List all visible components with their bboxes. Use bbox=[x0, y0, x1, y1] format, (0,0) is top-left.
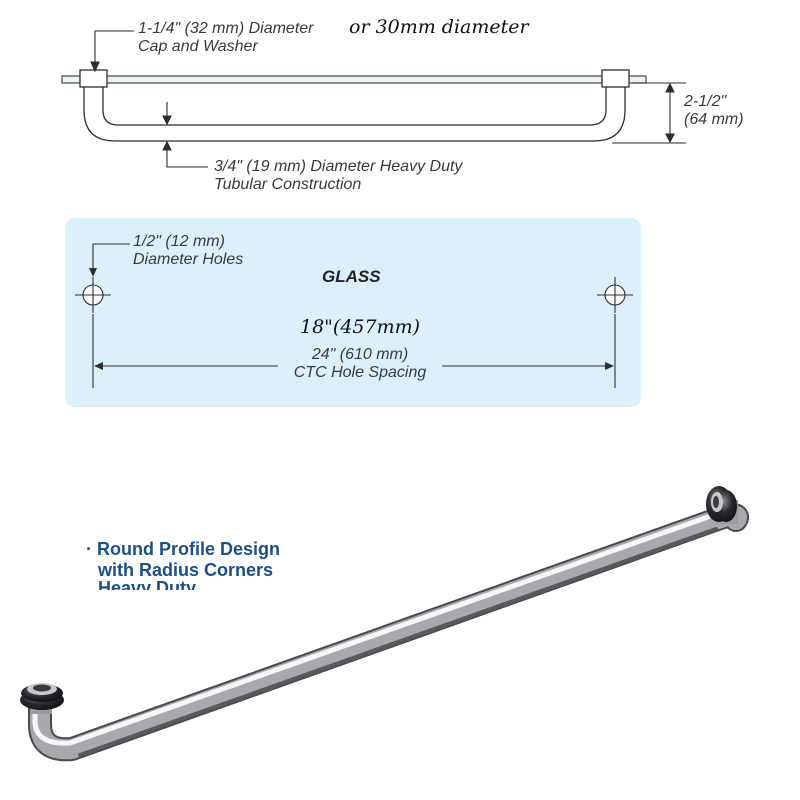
glass-panel bbox=[65, 218, 641, 407]
tube-dimension bbox=[162, 102, 208, 168]
right-cap-photo bbox=[706, 486, 738, 524]
feature-line3-clipped: Heavy Duty bbox=[86, 578, 326, 590]
tube-line1: 3/4" (19 mm) Diameter Heavy Duty bbox=[214, 158, 463, 175]
height-line1: 2-1/2" bbox=[684, 93, 727, 110]
alt-diameter-note: or 30mm diameter bbox=[349, 16, 529, 38]
left-cap bbox=[79, 69, 108, 88]
bar-outline-outer bbox=[83, 87, 626, 142]
glass-plate-edge bbox=[61, 75, 647, 84]
hole-spacing-label: 24" (610 mm) CTC Hole Spacing bbox=[280, 346, 440, 382]
feature-line2: with Radius Corners bbox=[98, 560, 274, 580]
alt-spacing-note: 18"(457mm) bbox=[300, 316, 421, 338]
height-dimension bbox=[612, 82, 686, 144]
height-dimension-label: 2-1/2" (64 mm) bbox=[684, 93, 744, 129]
tube-diameter-label: 3/4" (19 mm) Diameter Heavy Duty Tubular… bbox=[214, 158, 462, 194]
feature-line1: · Round Profile Design bbox=[86, 539, 281, 559]
product-photo bbox=[20, 486, 749, 762]
spacing-line2: CTC Hole Spacing bbox=[293, 364, 427, 381]
glass-label: GLASS bbox=[322, 267, 381, 286]
right-cap bbox=[601, 69, 630, 88]
cap-diameter-label: 1-1/4" (32 mm) Diameter Cap and Washer bbox=[138, 20, 314, 56]
glass-panel-arrows bbox=[89, 268, 614, 370]
top-view-drawing bbox=[61, 69, 647, 142]
cap-diameter-line2: Cap and Washer bbox=[138, 38, 258, 55]
left-cap-photo bbox=[20, 683, 64, 710]
cap-diameter-line1: 1-1/4" (32 mm) Diameter bbox=[138, 20, 314, 37]
height-line2: (64 mm) bbox=[684, 111, 744, 128]
holes-line1: 1/2" (12 mm) bbox=[133, 233, 225, 250]
cap-leader bbox=[90, 30, 134, 73]
spacing-line1: 24" (610 mm) bbox=[311, 346, 409, 363]
feature-line3: Heavy Duty bbox=[98, 578, 197, 590]
hole-diameter-label: 1/2" (12 mm) Diameter Holes bbox=[133, 233, 243, 269]
holes-line2: Diameter Holes bbox=[133, 251, 244, 268]
tube-line2: Tubular Construction bbox=[214, 176, 362, 193]
glass-panel-dimensions bbox=[75, 243, 633, 388]
feature-callout: · Round Profile Design with Radius Corne… bbox=[86, 539, 280, 581]
bar-outline-inner bbox=[102, 87, 607, 126]
